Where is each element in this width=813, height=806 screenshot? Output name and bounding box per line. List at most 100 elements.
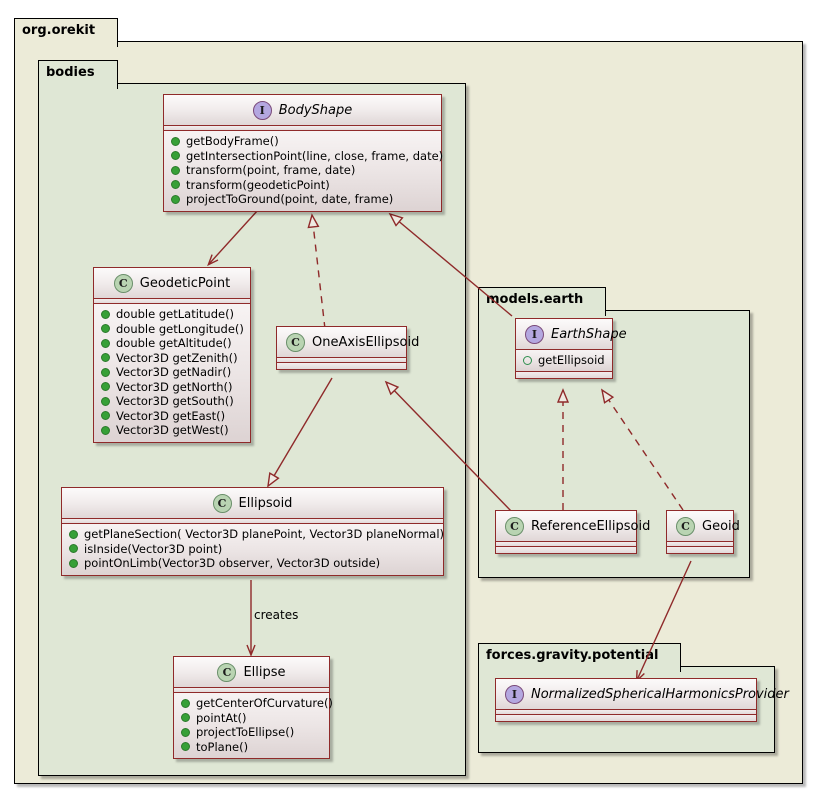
class-divider: [496, 541, 636, 547]
package-tab-org-orekit: org.orekit: [14, 18, 119, 47]
member-label: pointAt(): [196, 710, 247, 725]
class-name-nshp: NormalizedSphericalHarmonicsProvider: [531, 686, 789, 702]
member-row: isInside(Vector3D point): [69, 542, 437, 557]
public-visibility-icon: [171, 165, 180, 175]
class-header-referenceellipsoid: C ReferenceEllipsoid: [496, 511, 650, 541]
public-visibility-icon: [181, 713, 190, 723]
member-label: transform(point, frame, date): [186, 163, 356, 177]
class-extra-compartment-earthshape: [516, 371, 612, 378]
package-label-org-orekit: org.orekit: [22, 23, 96, 38]
protected-visibility-icon: [523, 355, 532, 365]
class-members-bodyshape: getBodyFrame() getIntersectionPoint(line…: [164, 131, 444, 211]
interface-marker-icon: I: [525, 324, 544, 344]
member-label: getCenterOfCurvature(): [196, 696, 333, 710]
member-label: isInside(Vector3D point): [84, 541, 223, 556]
public-visibility-icon: [101, 382, 110, 392]
member-row: double getLongitude(): [101, 322, 244, 337]
member-row: projectToEllipse(): [181, 725, 323, 740]
public-visibility-icon: [181, 698, 190, 708]
member-row: transform(geodeticPoint): [171, 178, 435, 193]
class-box-bodyshape[interactable]: I BodyShape getBodyFrame() getIntersecti…: [163, 94, 444, 212]
package-tab-models-earth: models.earth: [478, 287, 607, 316]
package-tab-forces-gravity-potential: forces.gravity.potential: [478, 643, 682, 672]
class-box-referenceellipsoid[interactable]: C ReferenceEllipsoid: [495, 510, 650, 554]
member-label: toPlane(): [196, 739, 249, 754]
public-visibility-icon: [101, 411, 110, 421]
public-visibility-icon: [101, 425, 110, 435]
class-box-geodeticpoint[interactable]: C GeodeticPoint double getLatitude() dou…: [93, 267, 251, 443]
class-box-nshp[interactable]: I NormalizedSphericalHarmonicsProvider: [495, 678, 789, 722]
edge-label-creates: creates: [254, 608, 299, 622]
member-label: transform(geodeticPoint): [186, 177, 330, 192]
interface-marker-icon: I: [252, 100, 272, 120]
member-label: pointOnLimb(Vector3D observer, Vector3D …: [84, 556, 381, 570]
member-label: getEllipsoid: [538, 353, 605, 367]
class-name-earthshape: EarthShape: [551, 326, 627, 342]
class-header-geoid: C Geoid: [667, 511, 740, 541]
public-visibility-icon: [181, 742, 190, 752]
class-box-ellipsoid[interactable]: C Ellipsoid getPlaneSection( Vector3D pl…: [61, 487, 444, 576]
class-box-earthshape[interactable]: I EarthShape getEllipsoid: [515, 318, 627, 379]
class-members-geoid: [667, 547, 733, 553]
class-members-geodeticpoint: double getLatitude() double getLongitude…: [94, 304, 250, 442]
member-row: getCenterOfCurvature(): [181, 696, 333, 711]
member-row: getPlaneSection( Vector3D planePoint, Ve…: [69, 527, 444, 542]
member-label: double getLongitude(): [116, 321, 244, 336]
class-box-ellipse[interactable]: C Ellipse getCenterOfCurvature() pointAt…: [173, 656, 333, 759]
public-visibility-icon: [171, 194, 180, 204]
public-visibility-icon: [171, 136, 180, 146]
class-members-referenceellipsoid: [496, 547, 636, 553]
class-divider: [174, 687, 329, 693]
member-label: double getAltitude(): [116, 336, 232, 350]
member-row: Vector3D getZenith(): [101, 351, 244, 366]
class-marker-icon: C: [676, 516, 695, 536]
public-visibility-icon: [101, 367, 110, 377]
member-row: toPlane(): [181, 740, 323, 755]
public-visibility-icon: [101, 338, 110, 348]
public-visibility-icon: [171, 151, 180, 161]
public-visibility-icon: [101, 309, 110, 319]
class-box-oneaxisellipsoid[interactable]: C OneAxisEllipsoid: [276, 326, 419, 370]
class-name-geodeticpoint: GeodeticPoint: [139, 275, 231, 291]
class-members-earthshape: getEllipsoid: [516, 350, 612, 371]
member-label: double getLatitude(): [116, 307, 235, 321]
class-divider: [277, 357, 406, 363]
member-row: getEllipsoid: [523, 353, 606, 368]
member-label: Vector3D getWest(): [116, 423, 229, 437]
class-header-ellipsoid: C Ellipsoid: [62, 488, 443, 518]
class-marker-icon: C: [505, 516, 524, 536]
class-header-nshp: I NormalizedSphericalHarmonicsProvider: [496, 679, 789, 709]
class-header-geodeticpoint: C GeodeticPoint: [94, 268, 250, 298]
member-label: getPlaneSection( Vector3D planePoint, Ve…: [84, 527, 445, 541]
class-name-ellipsoid: Ellipsoid: [238, 495, 293, 511]
public-visibility-icon: [181, 727, 190, 737]
class-marker-icon: C: [113, 273, 133, 293]
member-row: Vector3D getWest(): [101, 423, 244, 438]
package-label-forces-gravity-potential: forces.gravity.potential: [486, 648, 659, 663]
class-members-ellipsoid: getPlaneSection( Vector3D planePoint, Ve…: [62, 524, 444, 575]
public-visibility-icon: [69, 529, 78, 539]
member-label: projectToEllipse(): [196, 725, 295, 739]
class-divider: [516, 349, 612, 350]
member-row: double getAltitude(): [101, 336, 244, 351]
member-label: Vector3D getNorth(): [116, 379, 233, 394]
class-members-oneaxisellipsoid: [277, 363, 406, 369]
class-name-referenceellipsoid: ReferenceEllipsoid: [531, 518, 651, 534]
class-box-geoid[interactable]: C Geoid: [666, 510, 740, 554]
class-divider: [667, 541, 733, 547]
public-visibility-icon: [101, 353, 110, 363]
class-header-earthshape: I EarthShape: [516, 319, 627, 349]
member-row: getBodyFrame(): [171, 134, 435, 149]
class-marker-icon: C: [217, 662, 237, 682]
member-label: projectToGround(point, date, frame): [186, 192, 394, 206]
class-header-ellipse: C Ellipse: [174, 657, 329, 687]
member-row: projectToGround(point, date, frame): [171, 192, 435, 207]
member-row: Vector3D getNadir(): [101, 365, 244, 380]
class-members-ellipse: getCenterOfCurvature() pointAt() project…: [174, 693, 333, 758]
member-label: getIntersectionPoint(line, close, frame,…: [186, 148, 444, 163]
package-label-models-earth: models.earth: [486, 292, 584, 307]
class-header-oneaxisellipsoid: C OneAxisEllipsoid: [277, 327, 419, 357]
interface-marker-icon: I: [505, 684, 524, 704]
class-name-oneaxisellipsoid: OneAxisEllipsoid: [312, 334, 420, 350]
